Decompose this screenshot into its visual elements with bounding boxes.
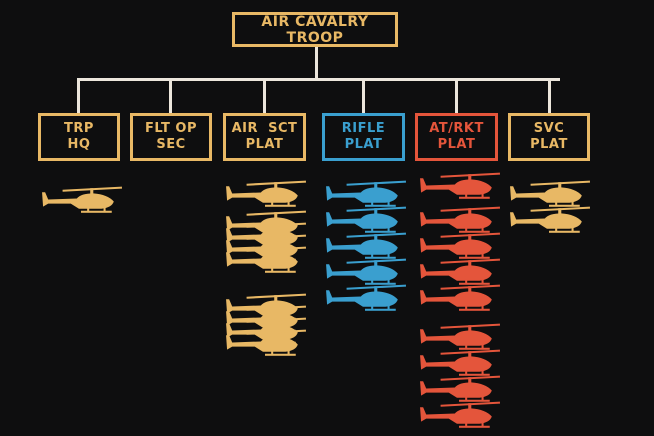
helicopter-icon [226,180,306,207]
unit-label: RIFLE [341,121,386,136]
unit-box-svc-plat: SVC PLAT [508,113,590,161]
helicopter-icon [510,180,590,207]
connector-line [169,78,172,113]
unit-box-flt-op-sec: FLT OP SEC [130,113,212,161]
helicopter-icon [420,232,500,259]
unit-box-air-sct-plat: AIR SCT PLAT [223,113,306,161]
unit-label: PLAT [245,137,284,152]
helicopter-icon [420,284,500,311]
unit-label: PLAT [344,137,383,152]
connector-line [362,78,365,113]
helicopter-icon [420,206,500,233]
unit-label: SEC [156,137,186,152]
unit-label: PLAT [530,137,568,152]
unit-label: TRP [64,121,94,136]
unit-box-rifle-plat: RIFLE PLAT [322,113,405,161]
unit-label: SVC [533,121,565,136]
helicopter-icon [420,375,500,402]
helicopter-icon [326,206,406,233]
connector-line [455,78,458,113]
helicopter-icon [510,206,590,233]
helicopter-icon [42,186,122,213]
helicopter-icon [326,180,406,207]
helicopter-icon [420,172,500,199]
connector-line [548,78,551,113]
helicopter-icon [326,232,406,259]
helicopter-icon [326,284,406,311]
unit-label: HQ [67,137,91,152]
connector-line [77,78,560,81]
unit-label: FLT OP [145,121,197,136]
unit-box-trp-hq: TRP HQ [38,113,120,161]
helicopter-icon [420,349,500,376]
connector-line [77,78,80,113]
helicopter-icon [326,258,406,285]
connector-line [315,47,318,80]
connector-line [263,78,266,113]
unit-label: PLAT [437,137,476,152]
helicopter-icon [420,323,500,350]
air-cavalry-troop-box: AIR CAVALRY TROOP [232,12,398,47]
unit-label: AIR SCT [231,121,298,136]
helicopter-icon [420,401,500,428]
unit-label: AT/RKT [429,121,484,136]
troop-title: AIR CAVALRY TROOP [261,13,369,46]
helicopter-icon [420,258,500,285]
unit-box-at-rkt-plat: AT/RKT PLAT [415,113,498,161]
